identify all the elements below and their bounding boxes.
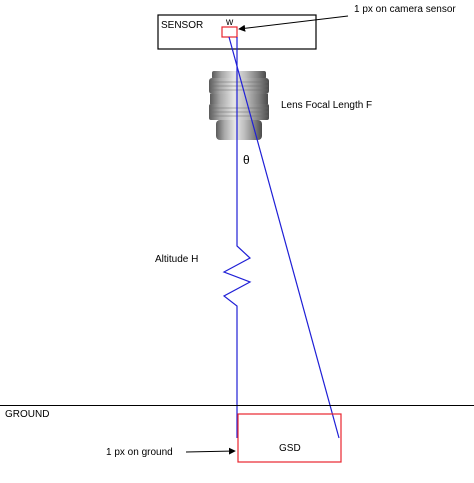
gsd-box <box>237 413 342 463</box>
focal-length-label: Lens Focal Length F <box>281 100 372 111</box>
theta-label: θ <box>243 153 250 167</box>
pixel-ray <box>228 36 340 439</box>
altitude-line <box>222 37 252 438</box>
ground-pixel-label: 1 px on ground <box>106 447 173 458</box>
pixel-width-label: w <box>225 17 234 28</box>
sensor-label: SENSOR <box>161 20 203 31</box>
camera-pixel-label: 1 px on camera sensor <box>354 4 456 15</box>
camera-lens-icon <box>209 71 269 140</box>
altitude-label: Altitude H <box>155 254 198 265</box>
camera-pixel-arrow <box>238 15 349 32</box>
ground-pixel-arrow <box>185 447 236 455</box>
ground-label: GROUND <box>5 409 49 420</box>
gsd-label: GSD <box>279 443 301 454</box>
